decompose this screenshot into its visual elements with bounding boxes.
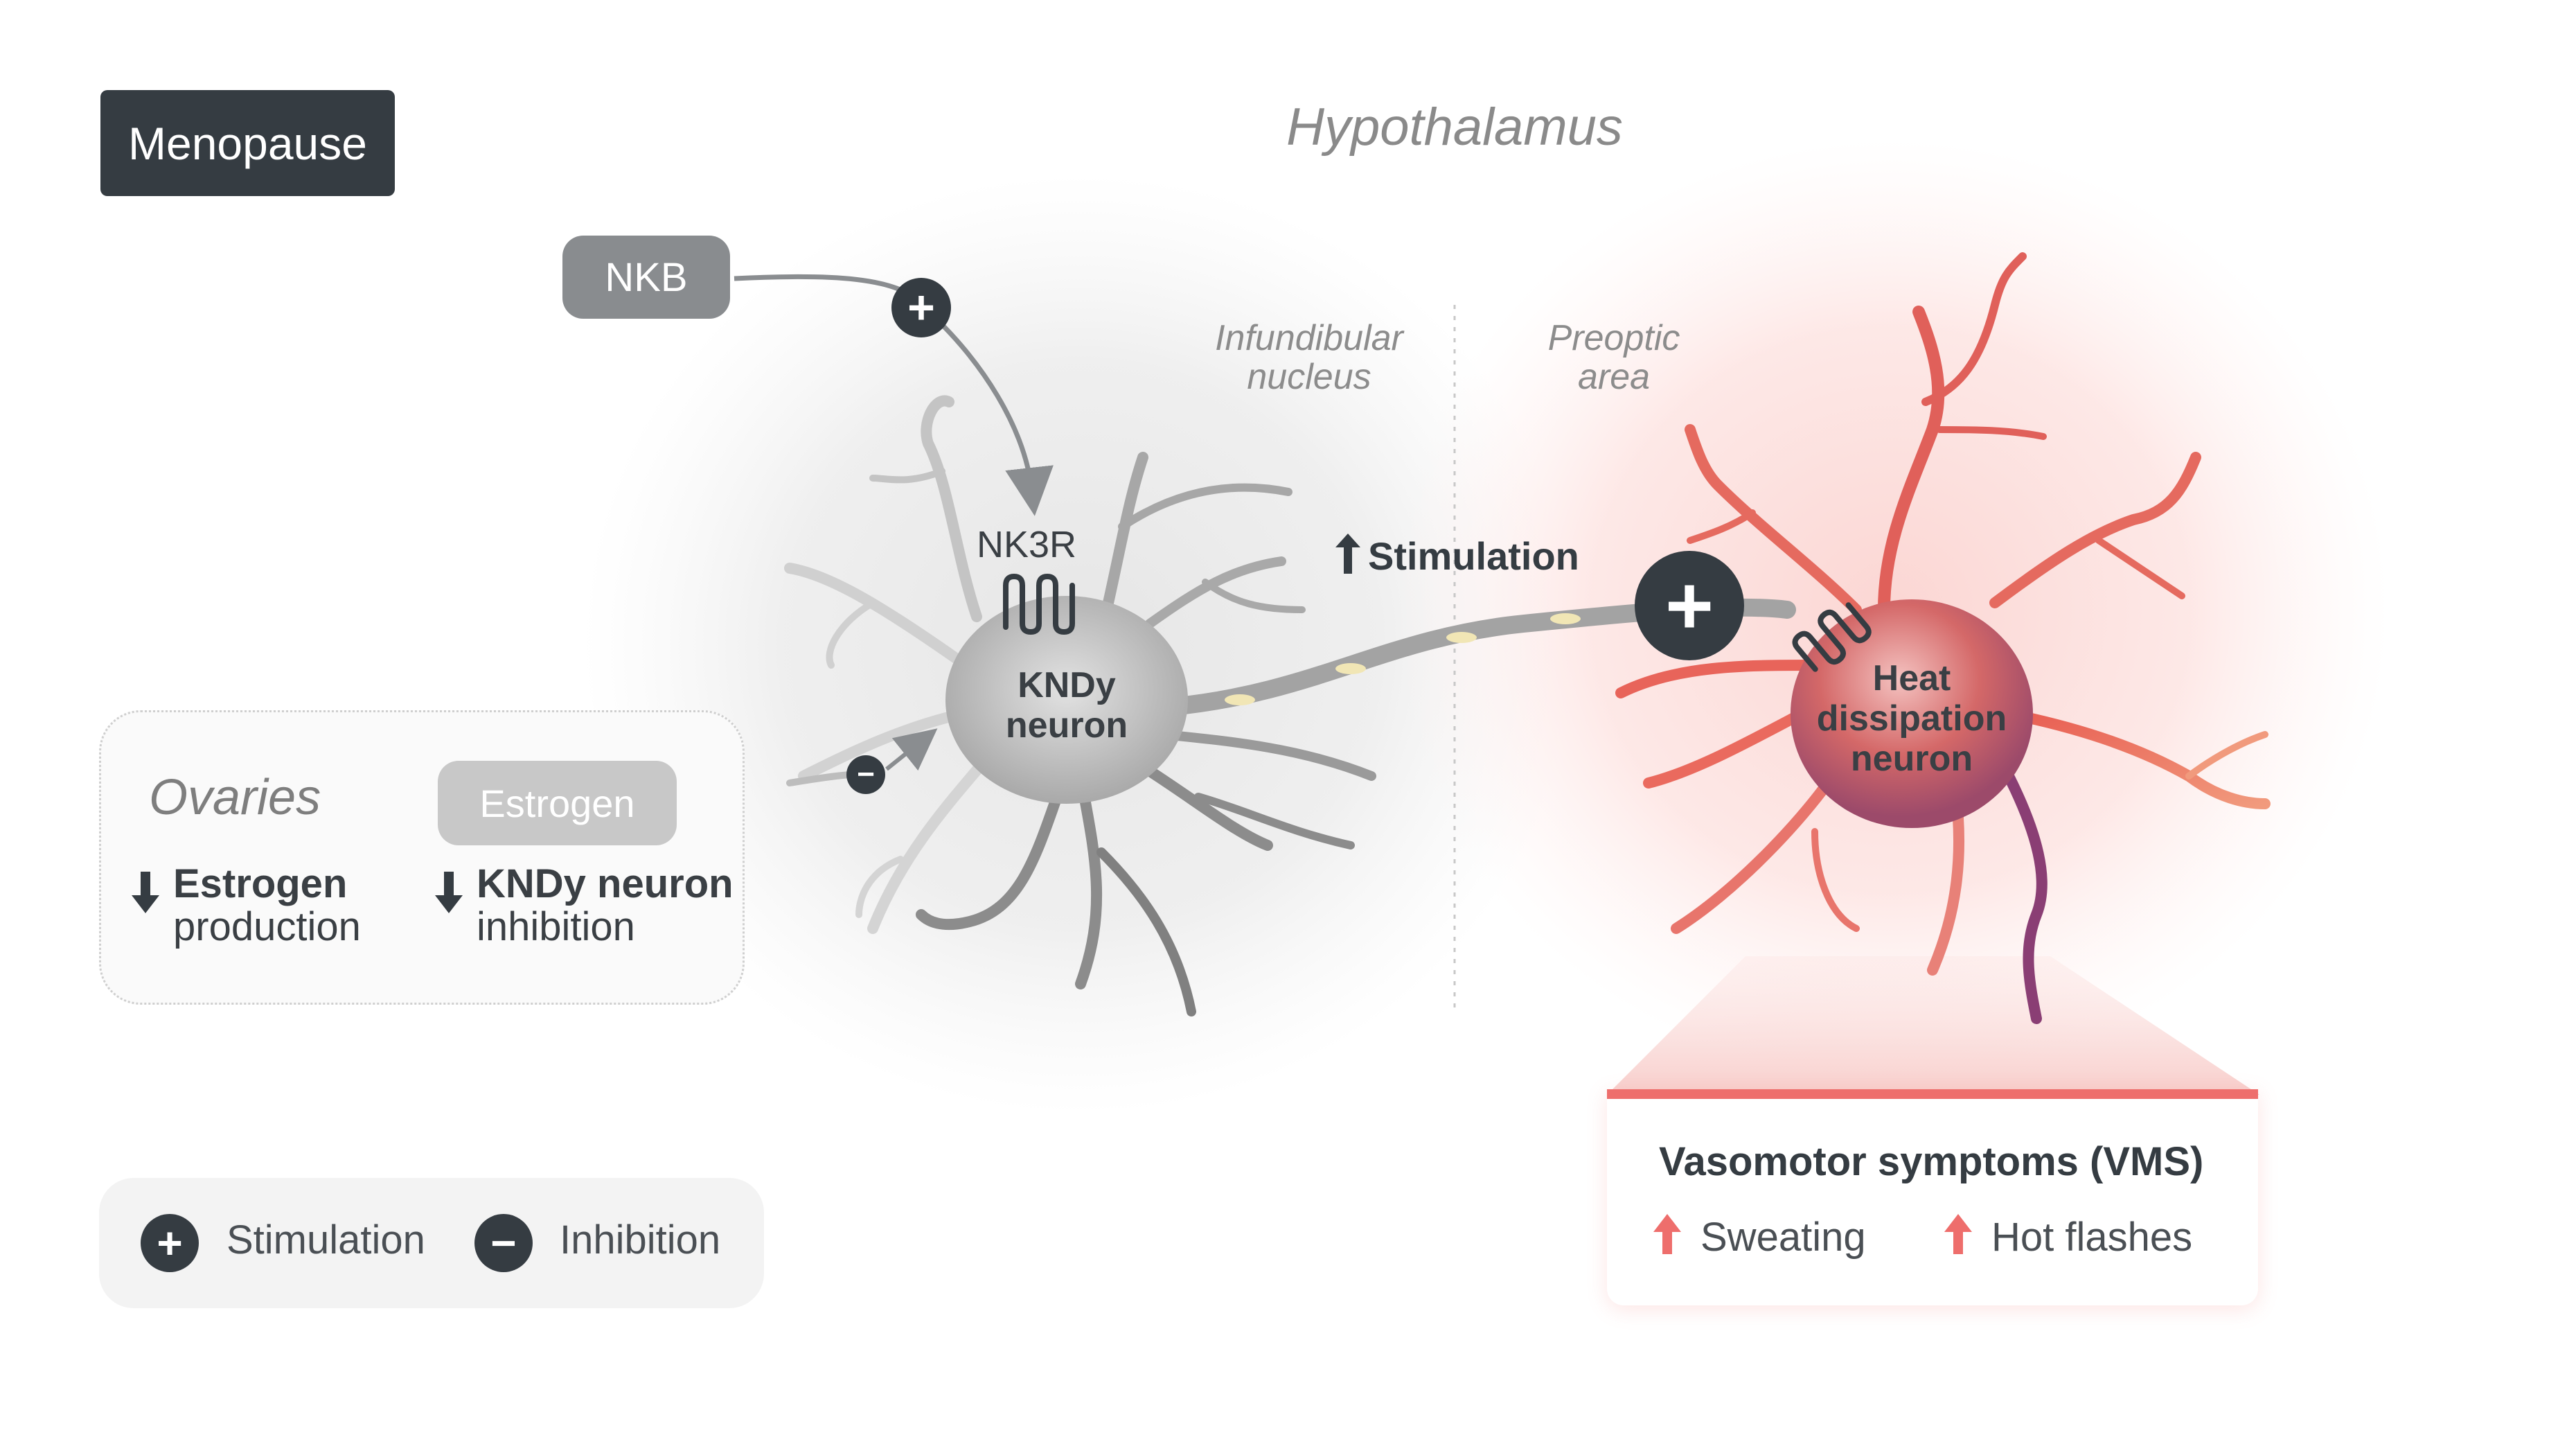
menopause-badge: Menopause — [100, 90, 395, 196]
estrogen-pill: Estrogen — [438, 761, 677, 845]
effect1-rest: production — [173, 904, 361, 949]
effect2-rest: inhibition — [477, 904, 635, 949]
kndy-label-line1: KNDy — [1018, 665, 1116, 705]
stimulation-plus-circle-icon: + — [1635, 551, 1744, 660]
estrogen-label: Estrogen — [479, 781, 635, 825]
stimulation-label-text: Stimulation — [1368, 534, 1579, 578]
stimulation-label: Stimulation — [1368, 534, 1579, 579]
preoptic-label-line2: area — [1577, 357, 1651, 397]
legend-stimulation-label: Stimulation — [226, 1217, 425, 1262]
heat-soma — [1791, 599, 2033, 828]
vms-panel — [1607, 1089, 2258, 1305]
nkb-label: NKB — [605, 254, 688, 300]
legend-inhibition-label: Inhibition — [560, 1217, 721, 1262]
kndy-neuron-label: KNDy neuron — [984, 665, 1150, 746]
preoptic-label: Preoptic area — [1510, 319, 1718, 396]
hypothalamus-title: Hypothalamus — [1286, 98, 1623, 157]
inhibition-minus-circle-icon: − — [846, 755, 885, 794]
preoptic-label-line1: Preoptic — [1547, 318, 1680, 358]
heat-label-line1: Heat — [1872, 658, 1951, 698]
infundibular-label-line1: Infundibular — [1215, 318, 1403, 358]
ovaries-label: Ovaries — [149, 770, 321, 825]
vms-fan — [1607, 956, 2259, 1095]
vms-item-sweating: Sweating — [1700, 1215, 1866, 1260]
legend-minus-circle-icon: − — [474, 1214, 533, 1272]
estrogen-inhibit-arrow — [885, 728, 938, 771]
nkb-plus-circle-icon: + — [891, 278, 951, 337]
infundibular-label-line2: nucleus — [1247, 357, 1371, 397]
heat-label-line3: neuron — [1850, 739, 1973, 779]
ovaries-panel — [99, 710, 745, 1005]
infundibular-label: Infundibular nucleus — [1184, 319, 1434, 396]
kndy-soma — [945, 596, 1188, 804]
effect1-bold: Estrogen — [173, 861, 348, 906]
vms-title: Vasomotor symptoms (VMS) — [1659, 1139, 2204, 1184]
heat-neuron-label: Heat dissipation neuron — [1801, 658, 2023, 779]
effect-estrogen-production: Estrogen production — [173, 863, 361, 949]
nkb-pill: NKB — [562, 236, 730, 319]
nk3r-label: NK3R — [977, 524, 1077, 565]
effect-kndy-inhibition: KNDy neuron inhibition — [477, 863, 734, 949]
menopause-badge-label: Menopause — [128, 117, 367, 169]
kndy-label-line2: neuron — [1005, 705, 1128, 746]
effect2-bold: KNDy neuron — [477, 861, 734, 906]
axon-myelin-dots — [1225, 613, 1581, 705]
legend — [99, 1178, 764, 1308]
stimulation-up-arrow-icon — [1335, 534, 1360, 574]
heat-label-line2: dissipation — [1816, 698, 2007, 739]
heat-receptor-coil-icon — [1792, 602, 1872, 672]
legend-plus-circle-icon: + — [141, 1214, 199, 1272]
receptor-coil-icon — [1003, 573, 1075, 635]
vms-item-hot-flashes: Hot flashes — [1991, 1215, 2193, 1260]
kndy-dendrites — [784, 395, 1376, 1016]
